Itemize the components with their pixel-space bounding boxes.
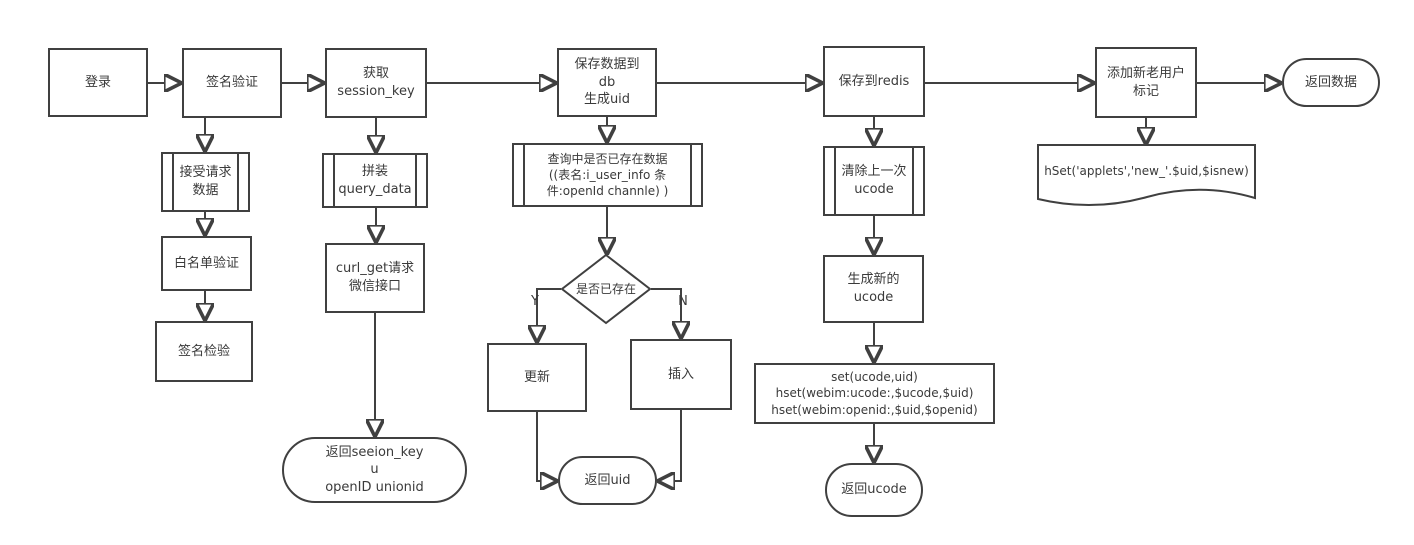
node-exist-decision-label: 是否已存在 <box>575 281 636 296</box>
node-save-to-redis-label: 保存到redis <box>838 73 910 89</box>
node-update-label: 更新 <box>523 369 550 385</box>
node-query-exist-label: 查询中是否已存在数据 ((表名:i_user_info 条 件:openId c… <box>546 151 669 199</box>
node-generate-new-ucode-label: 生成新的 ucode <box>847 272 900 305</box>
node-whitelist-verify: 白名单验证 <box>161 236 252 291</box>
node-sign-verify-label: 签名验证 <box>205 75 258 91</box>
node-redis-set-commands-label: set(ucode,uid) hset(webim:ucode:,$ucode,… <box>771 370 978 417</box>
edge-insert-to-return-uid <box>659 410 682 481</box>
node-exist-decision: 是否已存在 <box>562 262 650 316</box>
node-sign-verify: 签名验证 <box>182 48 282 118</box>
node-return-data: 返回数据 <box>1282 58 1380 107</box>
node-insert: 插入 <box>630 339 732 410</box>
node-sign-check: 签名检验 <box>155 321 253 382</box>
node-return-ucode: 返回ucode <box>825 463 923 517</box>
node-accept-request-data: 接受请求 数据 <box>161 152 250 212</box>
node-clear-last-ucode: 清除上一次 ucode <box>823 146 925 216</box>
node-accept-request-data-label: 接受请求 数据 <box>179 165 232 198</box>
node-sign-check-label: 签名检验 <box>177 343 230 359</box>
decision-diamond-shape <box>560 253 652 325</box>
node-clear-last-ucode-label: 清除上一次 ucode <box>841 164 907 197</box>
node-return-session-key: 返回seeion_key u openID unionid <box>282 437 467 503</box>
document-shape <box>1037 144 1256 207</box>
node-save-to-redis: 保存到redis <box>823 46 925 117</box>
edge-update-to-return-uid <box>536 412 556 481</box>
node-save-to-db-label: 保存数据到 db 生成uid <box>574 57 640 108</box>
node-query-exist: 查询中是否已存在数据 ((表名:i_user_info 条 件:openId c… <box>512 143 703 207</box>
node-login-label: 登录 <box>84 74 111 90</box>
node-return-ucode-label: 返回ucode <box>841 482 907 498</box>
node-hset-applets: hSet('applets','new_'.$uid,$isnew) <box>1038 150 1255 192</box>
node-insert-label: 插入 <box>667 366 694 382</box>
node-redis-set-commands: set(ucode,uid) hset(webim:ucode:,$ucode,… <box>754 363 995 424</box>
node-get-session-key-label: 获取 session_key <box>337 66 415 99</box>
node-curl-get-wechat-label: curl_get请求 微信接口 <box>335 261 415 294</box>
node-return-data-label: 返回数据 <box>1304 74 1357 90</box>
edge-decision-no-to-insert <box>651 288 681 337</box>
node-get-session-key: 获取 session_key <box>325 48 427 118</box>
node-generate-new-ucode: 生成新的 ucode <box>823 255 924 323</box>
decision-no-label: N <box>678 294 688 309</box>
node-return-session-key-label: 返回seeion_key u openID unionid <box>325 444 424 495</box>
node-hset-applets-label: hSet('applets','new_'.$uid,$isnew) <box>1044 163 1249 178</box>
node-login: 登录 <box>48 48 148 117</box>
node-assemble-query-data: 拼装 query_data <box>322 153 428 208</box>
node-return-uid: 返回uid <box>558 456 657 505</box>
node-whitelist-verify-label: 白名单验证 <box>173 255 239 271</box>
node-add-user-mark: 添加新老用户 标记 <box>1095 47 1197 118</box>
node-add-user-mark-label: 添加新老用户 标记 <box>1106 65 1185 99</box>
decision-yes-label: Y <box>531 294 539 309</box>
node-assemble-query-data-label: 拼装 query_data <box>338 163 412 197</box>
node-curl-get-wechat: curl_get请求 微信接口 <box>325 243 425 313</box>
node-save-to-db: 保存数据到 db 生成uid <box>557 48 657 117</box>
node-return-uid-label: 返回uid <box>584 472 631 488</box>
edge-decision-yes-to-update <box>537 288 561 341</box>
node-update: 更新 <box>487 343 587 412</box>
